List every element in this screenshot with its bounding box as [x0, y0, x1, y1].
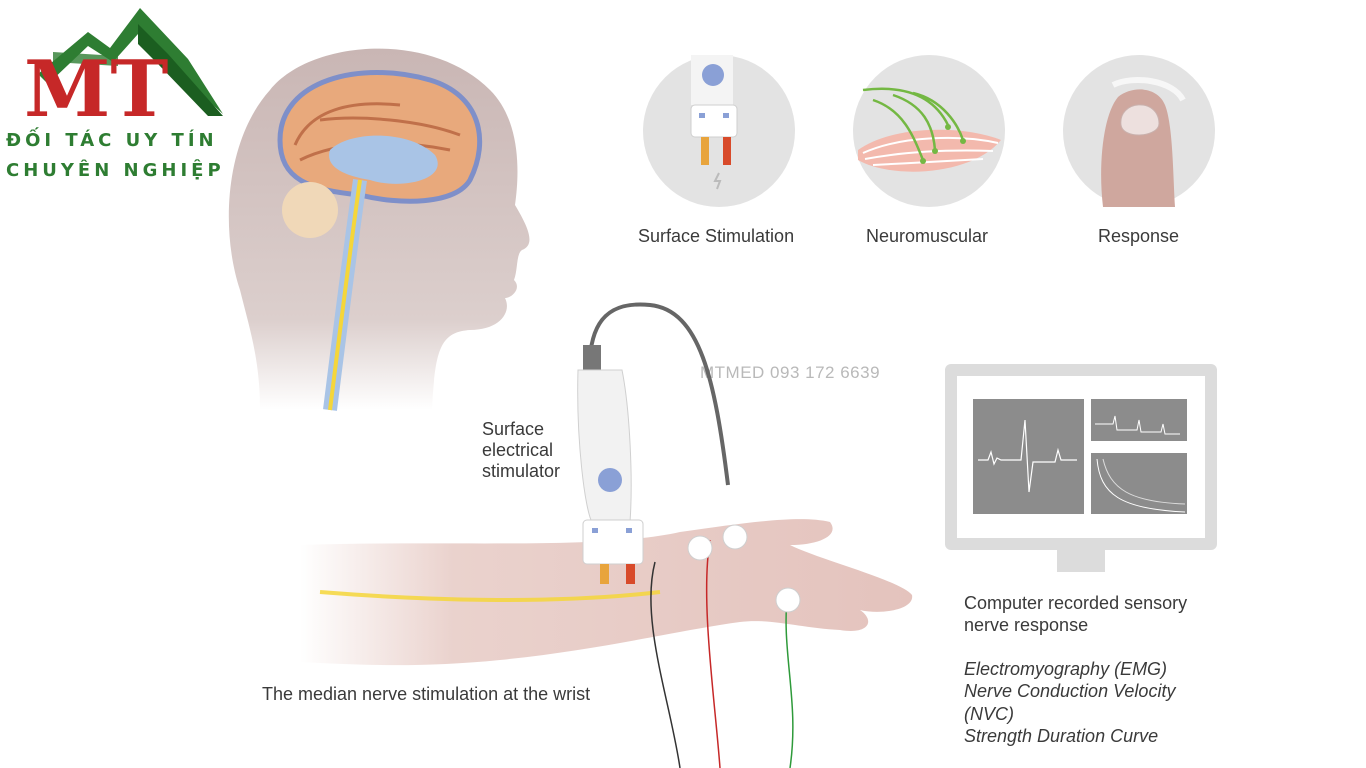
head-brain-illustration: [200, 30, 560, 430]
mountain-logo-icon: MT: [24, 8, 223, 124]
logo-letters: MT: [24, 44, 168, 124]
test-ncv-abbr: (NVC): [964, 704, 1014, 724]
test-emg: Electromyography (EMG): [964, 659, 1168, 679]
stimulator-label-line-3: stimulator: [482, 461, 561, 481]
monitor-illustration: [945, 364, 1217, 579]
arm-stimulator-illustration: [300, 300, 920, 768]
monitor-caption-line-1: Computer recorded sensory: [964, 593, 1188, 613]
step-surface-stimulation-icon: [643, 55, 795, 207]
stimulator-label-line-1: Surface: [482, 419, 545, 439]
company-logo: MT: [18, 4, 238, 124]
step-response-icon: [1063, 55, 1215, 207]
logo-tagline-2: CHUYÊN NGHIỆP: [6, 160, 225, 181]
logo-tagline-1: ĐỐI TÁC UY TÍN: [6, 130, 218, 151]
monitor-caption-line-2: nerve response: [964, 615, 1089, 635]
step-label-response: Response: [1098, 226, 1180, 246]
watermark-text: MTMED 093 172 6639: [700, 363, 881, 382]
step-label-surface-stimulation: Surface Stimulation: [638, 226, 795, 246]
test-strength-duration: Strength Duration Curve: [964, 726, 1159, 746]
test-ncv: Nerve Conduction Velocity: [964, 681, 1176, 701]
step-neuromuscular-icon: [853, 55, 1005, 207]
stimulator-label-line-2: electrical: [482, 440, 554, 460]
step-label-neuromuscular: Neuromuscular: [866, 226, 989, 246]
wrist-caption: The median nerve stimulation at the wris…: [262, 684, 591, 704]
